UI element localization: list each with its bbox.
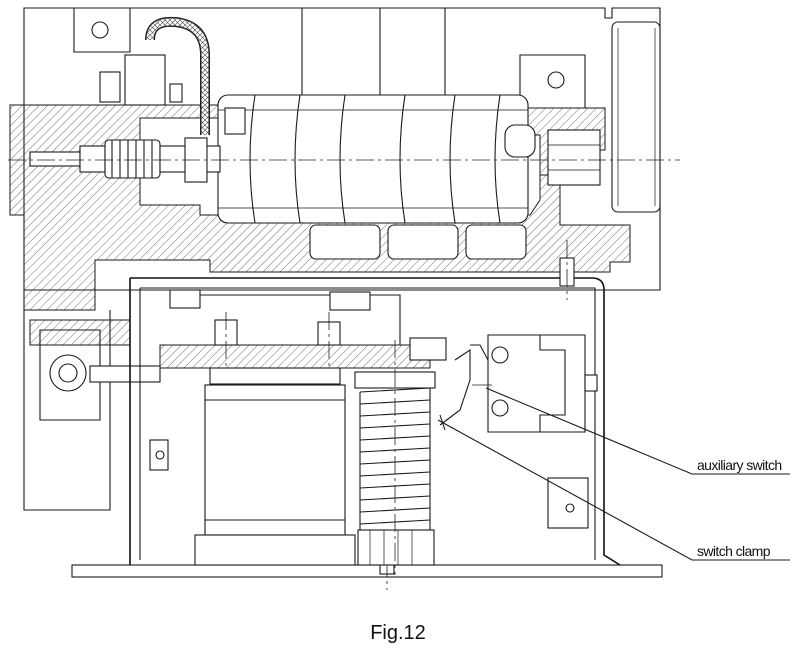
auxiliary-switch-part [439, 334, 598, 433]
magnet-coil [194, 384, 356, 566]
leader-lines [437, 387, 790, 561]
upper-housing [23, 7, 661, 291]
contact-spring [29, 107, 601, 186]
mechanism-drawing: auxiliary switch switch clamp [8, 7, 790, 590]
left-wall [23, 290, 161, 511]
switch-clamp-leader [437, 419, 790, 561]
flexible-connector [99, 16, 210, 135]
switch-clamp-label: switch clamp [697, 543, 771, 559]
actuator-plate [169, 289, 447, 385]
figure-caption: Fig.12 [370, 622, 426, 644]
vacuum-interrupter [217, 94, 529, 260]
lower-frame [71, 240, 663, 590]
auxiliary-switch-label: auxiliary switch [697, 457, 782, 473]
opening-spring [354, 340, 436, 575]
auxiliary-switch-leader [485, 387, 790, 475]
